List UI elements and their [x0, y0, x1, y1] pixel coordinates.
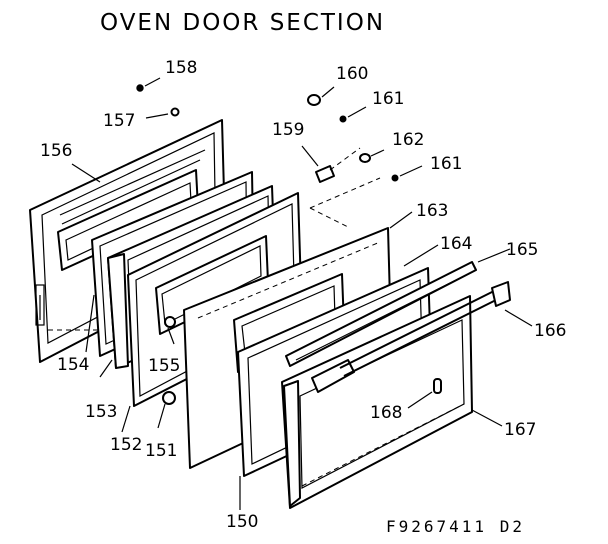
handle-trim-strip	[285, 261, 477, 367]
leader-lines	[71, 163, 533, 510]
hinge-bracket-159	[301, 145, 361, 183]
diagram-title: OVEN DOOR SECTION	[100, 10, 386, 36]
label-164: 164	[440, 234, 473, 254]
label-152: 152	[110, 435, 143, 455]
screw-158	[136, 77, 161, 92]
outer-door-panel	[281, 281, 511, 509]
label-150: 150	[226, 512, 259, 532]
label-161-upper: 161	[372, 89, 405, 109]
screw-162	[359, 149, 385, 163]
label-157: 157	[103, 111, 136, 131]
label-159: 159	[272, 120, 305, 140]
clip-151	[157, 391, 176, 429]
label-158: 158	[165, 58, 198, 78]
hinge-part-160	[307, 86, 335, 106]
label-168: 168	[370, 403, 403, 423]
label-155: 155	[148, 356, 181, 376]
label-162: 162	[392, 130, 425, 150]
figure-number: F9267411 D2	[386, 517, 525, 536]
label-163: 163	[416, 201, 449, 221]
label-156: 156	[40, 141, 73, 161]
label-160: 160	[336, 64, 369, 84]
label-161-lower: 161	[430, 154, 463, 174]
nut-161-lower	[309, 165, 423, 229]
label-151: 151	[145, 441, 178, 461]
nut-161-upper	[339, 106, 367, 123]
screw-157	[145, 107, 180, 119]
label-167: 167	[504, 420, 537, 440]
clip-155	[164, 316, 176, 345]
label-154: 154	[57, 355, 90, 375]
label-165: 165	[506, 240, 539, 260]
label-153: 153	[85, 402, 118, 422]
label-166: 166	[534, 321, 567, 341]
